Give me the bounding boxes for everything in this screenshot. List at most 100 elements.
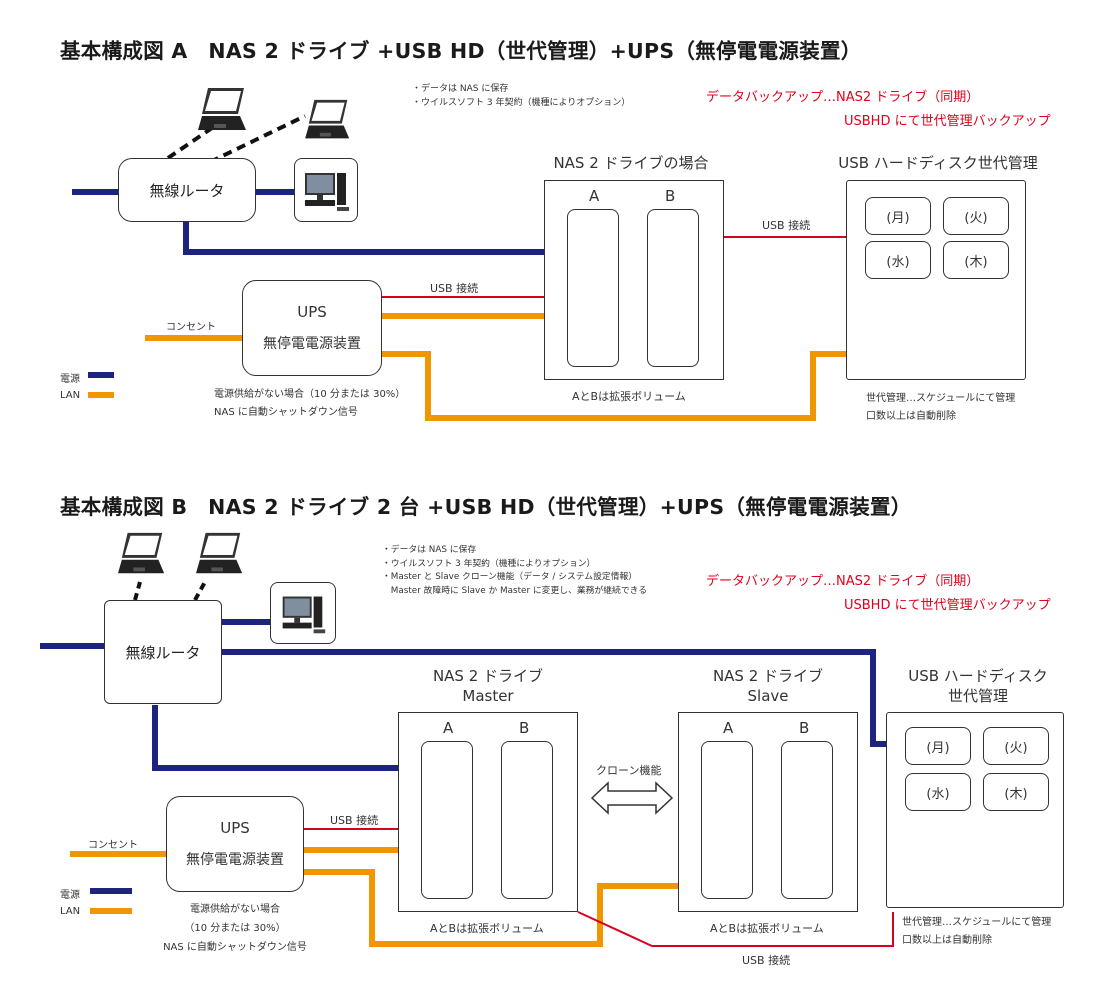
nas-slave-unit: A B — [678, 712, 858, 912]
note-line: ・データは NAS に保存 — [382, 545, 477, 555]
note-line: ・データは NAS に保存 — [412, 84, 509, 94]
generation-slot: (水) — [905, 773, 971, 811]
router-label: 無線ルータ — [125, 643, 201, 662]
master-heading: NAS 2 ドライブ Master — [378, 666, 598, 706]
note-line: 口数以上は自動削除 — [902, 935, 992, 946]
diagram-a-lines — [72, 114, 848, 421]
drive-slot-b — [501, 741, 553, 899]
nas-caption: AとBは拡張ボリューム — [430, 922, 544, 935]
nas-caption: AとBは拡張ボリューム — [572, 390, 686, 403]
wireless-router: 無線ルータ — [104, 600, 222, 704]
usb-hdd-unit: (月) (火) (水) (木) — [886, 712, 1064, 908]
slave-heading: NAS 2 ドライブ Slave — [658, 666, 878, 706]
legend-lan-swatch — [90, 908, 132, 914]
legend-lan-label: LAN — [60, 906, 81, 917]
note-line: 世代管理…スケジュールにて管理 — [902, 917, 1052, 928]
power-line — [152, 705, 399, 771]
note-line: （10 分または 30%） — [184, 923, 286, 934]
note-line: 口数以上は自動削除 — [866, 411, 956, 422]
generation-slot: (月) — [865, 197, 931, 235]
usb-connection-label: USB 接続 — [330, 814, 379, 827]
laptop-icon — [118, 532, 165, 574]
nas-unit: A B — [544, 180, 724, 380]
clone-arrow-icon — [590, 781, 674, 815]
drive-slot-a — [701, 741, 753, 899]
note-line: NAS に自動シャットダウン信号 — [214, 407, 358, 418]
note-line: NAS に自動シャットダウン信号 — [163, 942, 307, 953]
slot-a-label: A — [589, 187, 600, 205]
drive-slot-b — [781, 741, 833, 899]
generation-slot: (木) — [943, 241, 1009, 279]
generation-slot: (月) — [905, 727, 971, 765]
note-line: 電源供給がない場合（10 分または 30%） — [214, 389, 406, 400]
note-line: 電源供給がない場合 — [190, 904, 280, 915]
laptop-icon — [196, 532, 243, 574]
outlet-label: コンセント — [88, 840, 138, 851]
laptop-icon — [198, 88, 246, 130]
heading-line: NAS 2 ドライブ — [712, 667, 824, 685]
lan-line — [303, 869, 679, 947]
outlet-label: コンセント — [166, 322, 216, 333]
drive-slot-a — [567, 209, 619, 367]
diagram-a-notes: ・データは NAS に保存 ・ウイルスソフト 3 年契約（機種によりオプション） — [412, 82, 630, 110]
slot-b-label: B — [665, 187, 676, 205]
note-line: ・ウイルスソフト 3 年契約（機種によりオプション） — [412, 98, 631, 108]
heading-line: Master — [462, 687, 514, 705]
heading-line: USB ハードディスク — [908, 667, 1048, 685]
backup-note: USBHD にて世代管理バックアップ — [844, 598, 1051, 613]
legend-power-label: 電源 — [60, 890, 80, 901]
router-label: 無線ルータ — [149, 181, 225, 200]
slot-a-label: A — [723, 719, 734, 737]
usb-connection-label: USB 接続 — [742, 954, 791, 967]
wireless-router: 無線ルータ — [118, 158, 256, 222]
usb-hdd-notes: 世代管理…スケジュールにて管理 口数以上は自動削除 — [902, 914, 1051, 950]
legend-lan-swatch — [88, 392, 114, 398]
ups-notes: 電源供給がない場合（10 分または 30%） NAS に自動シャットダウン信号 — [214, 386, 405, 422]
generation-slot: (火) — [983, 727, 1049, 765]
usb-hdd-heading: USB ハードディスク 世代管理 — [868, 666, 1088, 706]
ups-notes: 電源供給がない場合 （10 分または 30%） NAS に自動シャットダウン信号 — [150, 900, 320, 957]
heading-line: NAS 2 ドライブ — [432, 667, 544, 685]
desktop-pc-icon — [282, 596, 326, 634]
lan-line — [382, 351, 848, 421]
usb-hdd-heading: USB ハードディスク世代管理 — [838, 154, 1038, 172]
heading-line: 世代管理 — [947, 687, 1008, 705]
wireless-link — [193, 581, 207, 601]
diagram-a-title: 基本構成図 A NAS 2 ドライブ +USB HD（世代管理）+UPS（無停電… — [60, 39, 862, 63]
usb-connection-label: USB 接続 — [762, 219, 811, 232]
backup-note: データバックアップ…NAS2 ドライブ（同期） — [706, 90, 980, 105]
backup-note: USBHD にて世代管理バックアップ — [844, 114, 1051, 129]
power-line — [183, 220, 546, 255]
note-line: ・Master と Slave クローン機能（データ / システム設定情報） — [382, 572, 638, 582]
ups-subtitle: 無停電電源装置 — [263, 336, 361, 352]
legend-power-swatch — [90, 888, 132, 894]
generation-slot: (火) — [943, 197, 1009, 235]
slot-a-label: A — [443, 719, 454, 737]
ups-unit: UPS 無停電電源装置 — [242, 280, 382, 376]
usb-hdd-notes: 世代管理…スケジュールにて管理 口数以上は自動削除 — [866, 390, 1015, 426]
wireless-link — [133, 581, 142, 601]
generation-slot: (水) — [865, 241, 931, 279]
desktop-pc — [294, 158, 358, 222]
wireless-link — [166, 126, 214, 160]
drive-slot-a — [421, 741, 473, 899]
ups-unit: UPS 無停電電源装置 — [166, 796, 304, 892]
power-line — [222, 649, 886, 747]
drive-slot-b — [647, 209, 699, 367]
usb-line — [577, 911, 894, 947]
desktop-pc-icon — [305, 173, 349, 211]
wireless-link — [209, 114, 306, 164]
laptop-icon — [305, 99, 350, 139]
note-line: ・ウイルスソフト 3 年契約（機種によりオプション） — [382, 558, 596, 569]
slot-b-label: B — [799, 719, 810, 737]
ups-subtitle: 無停電電源装置 — [186, 852, 284, 868]
diagram-b-lines — [40, 581, 894, 947]
usb-connection-label: USB 接続 — [430, 282, 479, 295]
legend-power-swatch — [88, 372, 114, 378]
nas-heading: NAS 2 ドライブの場合 — [553, 154, 709, 172]
legend-lan-label: LAN — [60, 390, 81, 401]
nas-master-unit: A B — [398, 712, 578, 912]
diagram-b-notes: ・データは NAS に保存 ・ウイルスソフト 3 年契約（機種によりオプション）… — [382, 544, 647, 598]
usb-hdd-unit: (月) (火) (水) (木) — [846, 180, 1026, 380]
